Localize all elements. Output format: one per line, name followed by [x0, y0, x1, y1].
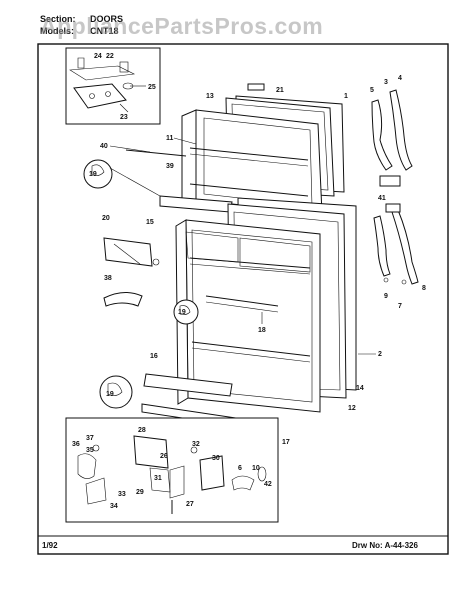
models-value: CNT18 — [90, 26, 119, 36]
handle-parts — [371, 89, 419, 285]
callout-16: 16 — [150, 353, 158, 360]
callout-15: 15 — [146, 219, 154, 226]
callout-26: 26 — [160, 453, 168, 460]
callout-35: 35 — [86, 447, 94, 454]
callout-13: 13 — [206, 93, 214, 100]
callout-18: 18 — [258, 327, 266, 334]
part-38-clip — [103, 292, 143, 307]
callout-11: 11 — [166, 135, 174, 142]
section-label: Section: — [40, 14, 76, 24]
callout-22: 22 — [106, 53, 114, 60]
callout-4: 4 — [398, 75, 402, 82]
callout-17: 17 — [282, 439, 290, 446]
callout-19-bottom: 19 — [106, 391, 114, 398]
callout-24: 24 — [94, 53, 102, 60]
callout-33: 33 — [118, 491, 126, 498]
callout-3: 3 — [384, 79, 388, 86]
callout-38: 38 — [104, 275, 112, 282]
callout-37: 37 — [86, 435, 94, 442]
callout-23: 23 — [120, 114, 128, 121]
watermark: AppliancePartsPros.com — [40, 13, 323, 39]
diagram-border — [37, 43, 449, 555]
callout-34: 34 — [110, 503, 118, 510]
detail-circle-19-middle — [173, 299, 199, 325]
callout-42: 42 — [264, 481, 272, 488]
footer-date: 1/92 — [42, 541, 58, 550]
callout-8: 8 — [422, 285, 426, 292]
callout-6: 6 — [238, 465, 242, 472]
footer-drawing-number: Drw No: A-44-326 — [352, 541, 418, 550]
fresh-food-door-assembly — [175, 197, 357, 413]
freezer-door-assembly — [181, 83, 345, 215]
callout-19-top: 19 — [89, 171, 97, 178]
callout-9: 9 — [384, 293, 388, 300]
callout-7: 7 — [398, 303, 402, 310]
callout-10: 10 — [252, 465, 260, 472]
inset-top-hinge — [65, 47, 161, 125]
callout-29: 29 — [136, 489, 144, 496]
callout-28: 28 — [138, 427, 146, 434]
callout-5: 5 — [370, 87, 374, 94]
callout-12: 12 — [348, 405, 356, 412]
callout-27: 27 — [186, 501, 194, 508]
part-20-shelf-bin — [103, 237, 160, 267]
models-label: Models: — [40, 26, 74, 36]
callout-36: 36 — [72, 441, 80, 448]
callout-30: 30 — [212, 455, 220, 462]
callout-41: 41 — [378, 195, 386, 202]
inset-bottom-parts — [77, 435, 267, 514]
callout-1: 1 — [344, 93, 348, 100]
callout-20: 20 — [102, 215, 110, 222]
callout-19-middle: 19 — [178, 309, 186, 316]
trim-strip-16 — [143, 373, 233, 397]
detail-circle-19-bottom — [99, 375, 133, 409]
callout-40: 40 — [100, 143, 108, 150]
callout-31: 31 — [154, 475, 162, 482]
callout-25: 25 — [148, 84, 156, 91]
callout-32: 32 — [192, 441, 200, 448]
callout-21: 21 — [276, 87, 284, 94]
callout-2: 2 — [378, 351, 382, 358]
detail-circle-19-top — [83, 159, 161, 197]
callout-39: 39 — [166, 163, 174, 170]
callout-14: 14 — [356, 385, 364, 392]
section-value: DOORS — [90, 14, 123, 24]
